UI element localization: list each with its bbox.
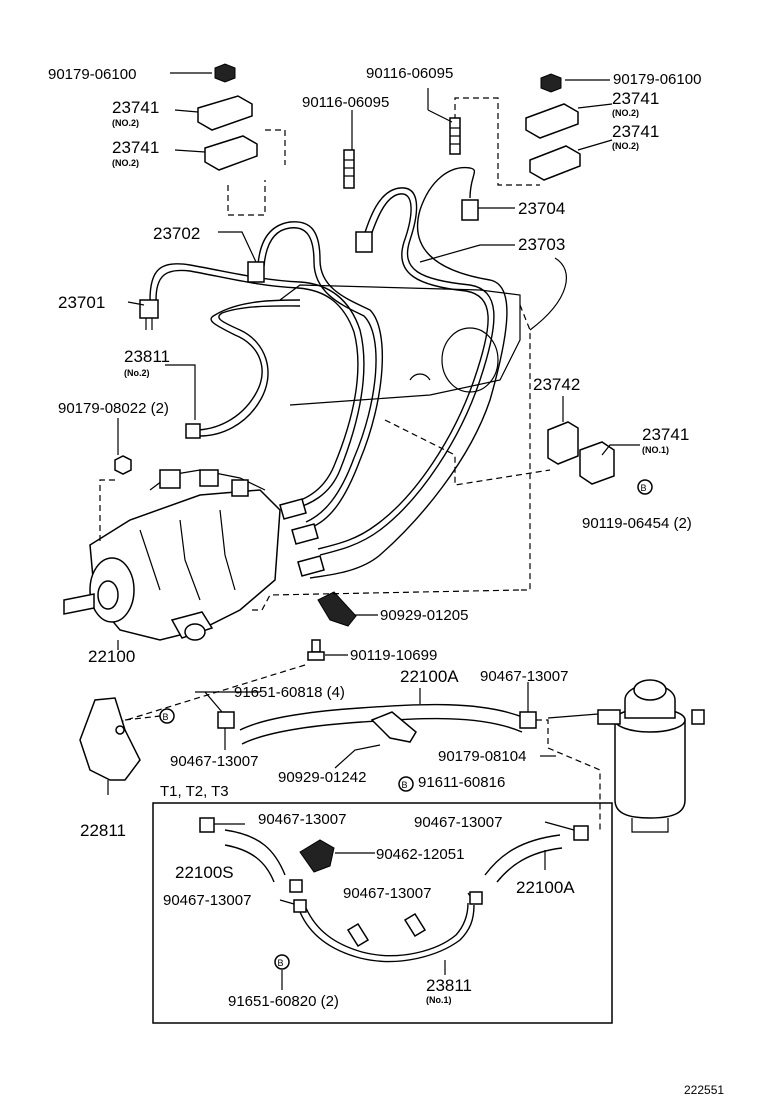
clamp-group-top-right — [454, 73, 613, 186]
screw-shape — [343, 149, 355, 189]
label-90179-06100-right: 90179-06100 — [613, 71, 701, 88]
label-91611-60816: 91611-60816 — [418, 774, 505, 791]
clamp-shape — [529, 145, 581, 181]
label-23741-right-2-sub: (NO.2) — [612, 141, 639, 151]
label-90462-12051: 90462-12051 — [376, 846, 464, 863]
label-90929-01205: 90929-01205 — [380, 607, 468, 624]
label-23703: 23703 — [518, 235, 565, 254]
label-23741-right-2: 23741 — [612, 122, 659, 141]
label-23704: 23704 — [518, 199, 565, 218]
bolt-and-bracket-22811: B — [79, 639, 348, 795]
label-23742: 23742 — [533, 375, 580, 394]
label-23741-left-1-sub: (NO.2) — [112, 118, 139, 128]
label-23811-upper-sub: (No.2) — [124, 368, 150, 378]
pipe-fitting-23701 — [139, 299, 159, 319]
label-22100S: 22100S — [175, 863, 234, 882]
label-90467-13007-box-right-2: 90467-13007 — [343, 885, 431, 902]
pipe-fitting-23704 — [461, 199, 479, 221]
bracket-90929-01205 — [252, 589, 521, 627]
bolt-marker: B — [163, 712, 169, 722]
label-22100: 22100 — [88, 647, 135, 666]
label-23741-no1: 23741 — [642, 425, 689, 444]
bleeder-screws — [343, 88, 461, 189]
clamp-shape — [197, 95, 253, 131]
injection-pipes — [127, 166, 568, 579]
clamp-group-top-left — [170, 63, 286, 216]
label-22811: 22811 — [80, 821, 126, 840]
label-91651-60820: 91651-60820 (2) — [228, 993, 339, 1010]
label-90929-01242: 90929-01242 — [278, 769, 366, 786]
label-90467-13007-box-left-1: 90467-13007 — [258, 811, 346, 828]
clamp-23742-group: B — [384, 304, 653, 591]
label-t-models: T1, T2, T3 — [160, 783, 229, 800]
label-90179-08104: 90179-08104 — [438, 748, 526, 765]
label-91651-60818: 91651-60818 (4) — [234, 684, 345, 701]
label-23702: 23702 — [153, 224, 200, 243]
label-23741-left-2: 23741 — [112, 138, 159, 157]
label-23811-lower-sub: (No.1) — [426, 995, 452, 1005]
pipe-fitting-23703 — [355, 231, 373, 253]
figure-id: 222551 — [684, 1083, 724, 1097]
variant-box: B — [152, 802, 613, 1024]
label-23741-left-2-sub: (NO.2) — [112, 158, 139, 168]
clamp-shape — [204, 135, 258, 171]
label-23741-right-1-sub: (NO.2) — [612, 108, 639, 118]
pipe-23811-no2 — [165, 299, 301, 439]
label-23741-no1-sub: (NO.1) — [642, 445, 669, 455]
label-90179-08022: 90179-08022 (2) — [58, 400, 169, 417]
label-90467-13007-box-left-2: 90467-13007 — [163, 892, 251, 909]
bolt-marker: B — [278, 958, 284, 968]
bolt-marker: B — [641, 483, 647, 493]
part-labels: 90179-06100 23741 (NO.2) 23741 (NO.2) 90… — [48, 65, 724, 1097]
label-23811-lower: 23811 — [426, 976, 472, 995]
label-90119-10699: 90119-10699 — [350, 647, 437, 664]
label-23701: 23701 — [58, 293, 105, 312]
label-90467-13007-top-right: 90467-13007 — [480, 668, 568, 685]
label-90467-13007-mid-left: 90467-13007 — [170, 753, 258, 770]
fuel-filter — [547, 679, 705, 833]
label-23741-right-1: 23741 — [612, 89, 659, 108]
injection-pump — [63, 469, 325, 650]
nut-90179-08022 — [99, 418, 132, 545]
clamp-shape — [525, 103, 579, 139]
label-90467-13007-box-right-1: 90467-13007 — [414, 814, 502, 831]
bolt-marker: B — [402, 780, 408, 790]
fuel-hose-upper: B — [195, 682, 601, 830]
label-90119-06454: 90119-06454 (2) — [582, 515, 692, 532]
nut-shape — [540, 73, 562, 93]
label-22100A-lower: 22100A — [516, 878, 575, 897]
label-23811-upper: 23811 — [124, 347, 170, 366]
label-23741-left-1: 23741 — [112, 98, 159, 117]
label-90179-06100-left: 90179-06100 — [48, 66, 136, 83]
engine-outline — [279, 284, 521, 406]
pipe-fitting-23702 — [247, 261, 265, 283]
label-22100A-upper: 22100A — [400, 667, 459, 686]
label-90116-06095-lower: 90116-06095 — [302, 94, 389, 111]
label-90116-06095-upper: 90116-06095 — [366, 65, 453, 82]
nut-shape — [214, 63, 236, 83]
